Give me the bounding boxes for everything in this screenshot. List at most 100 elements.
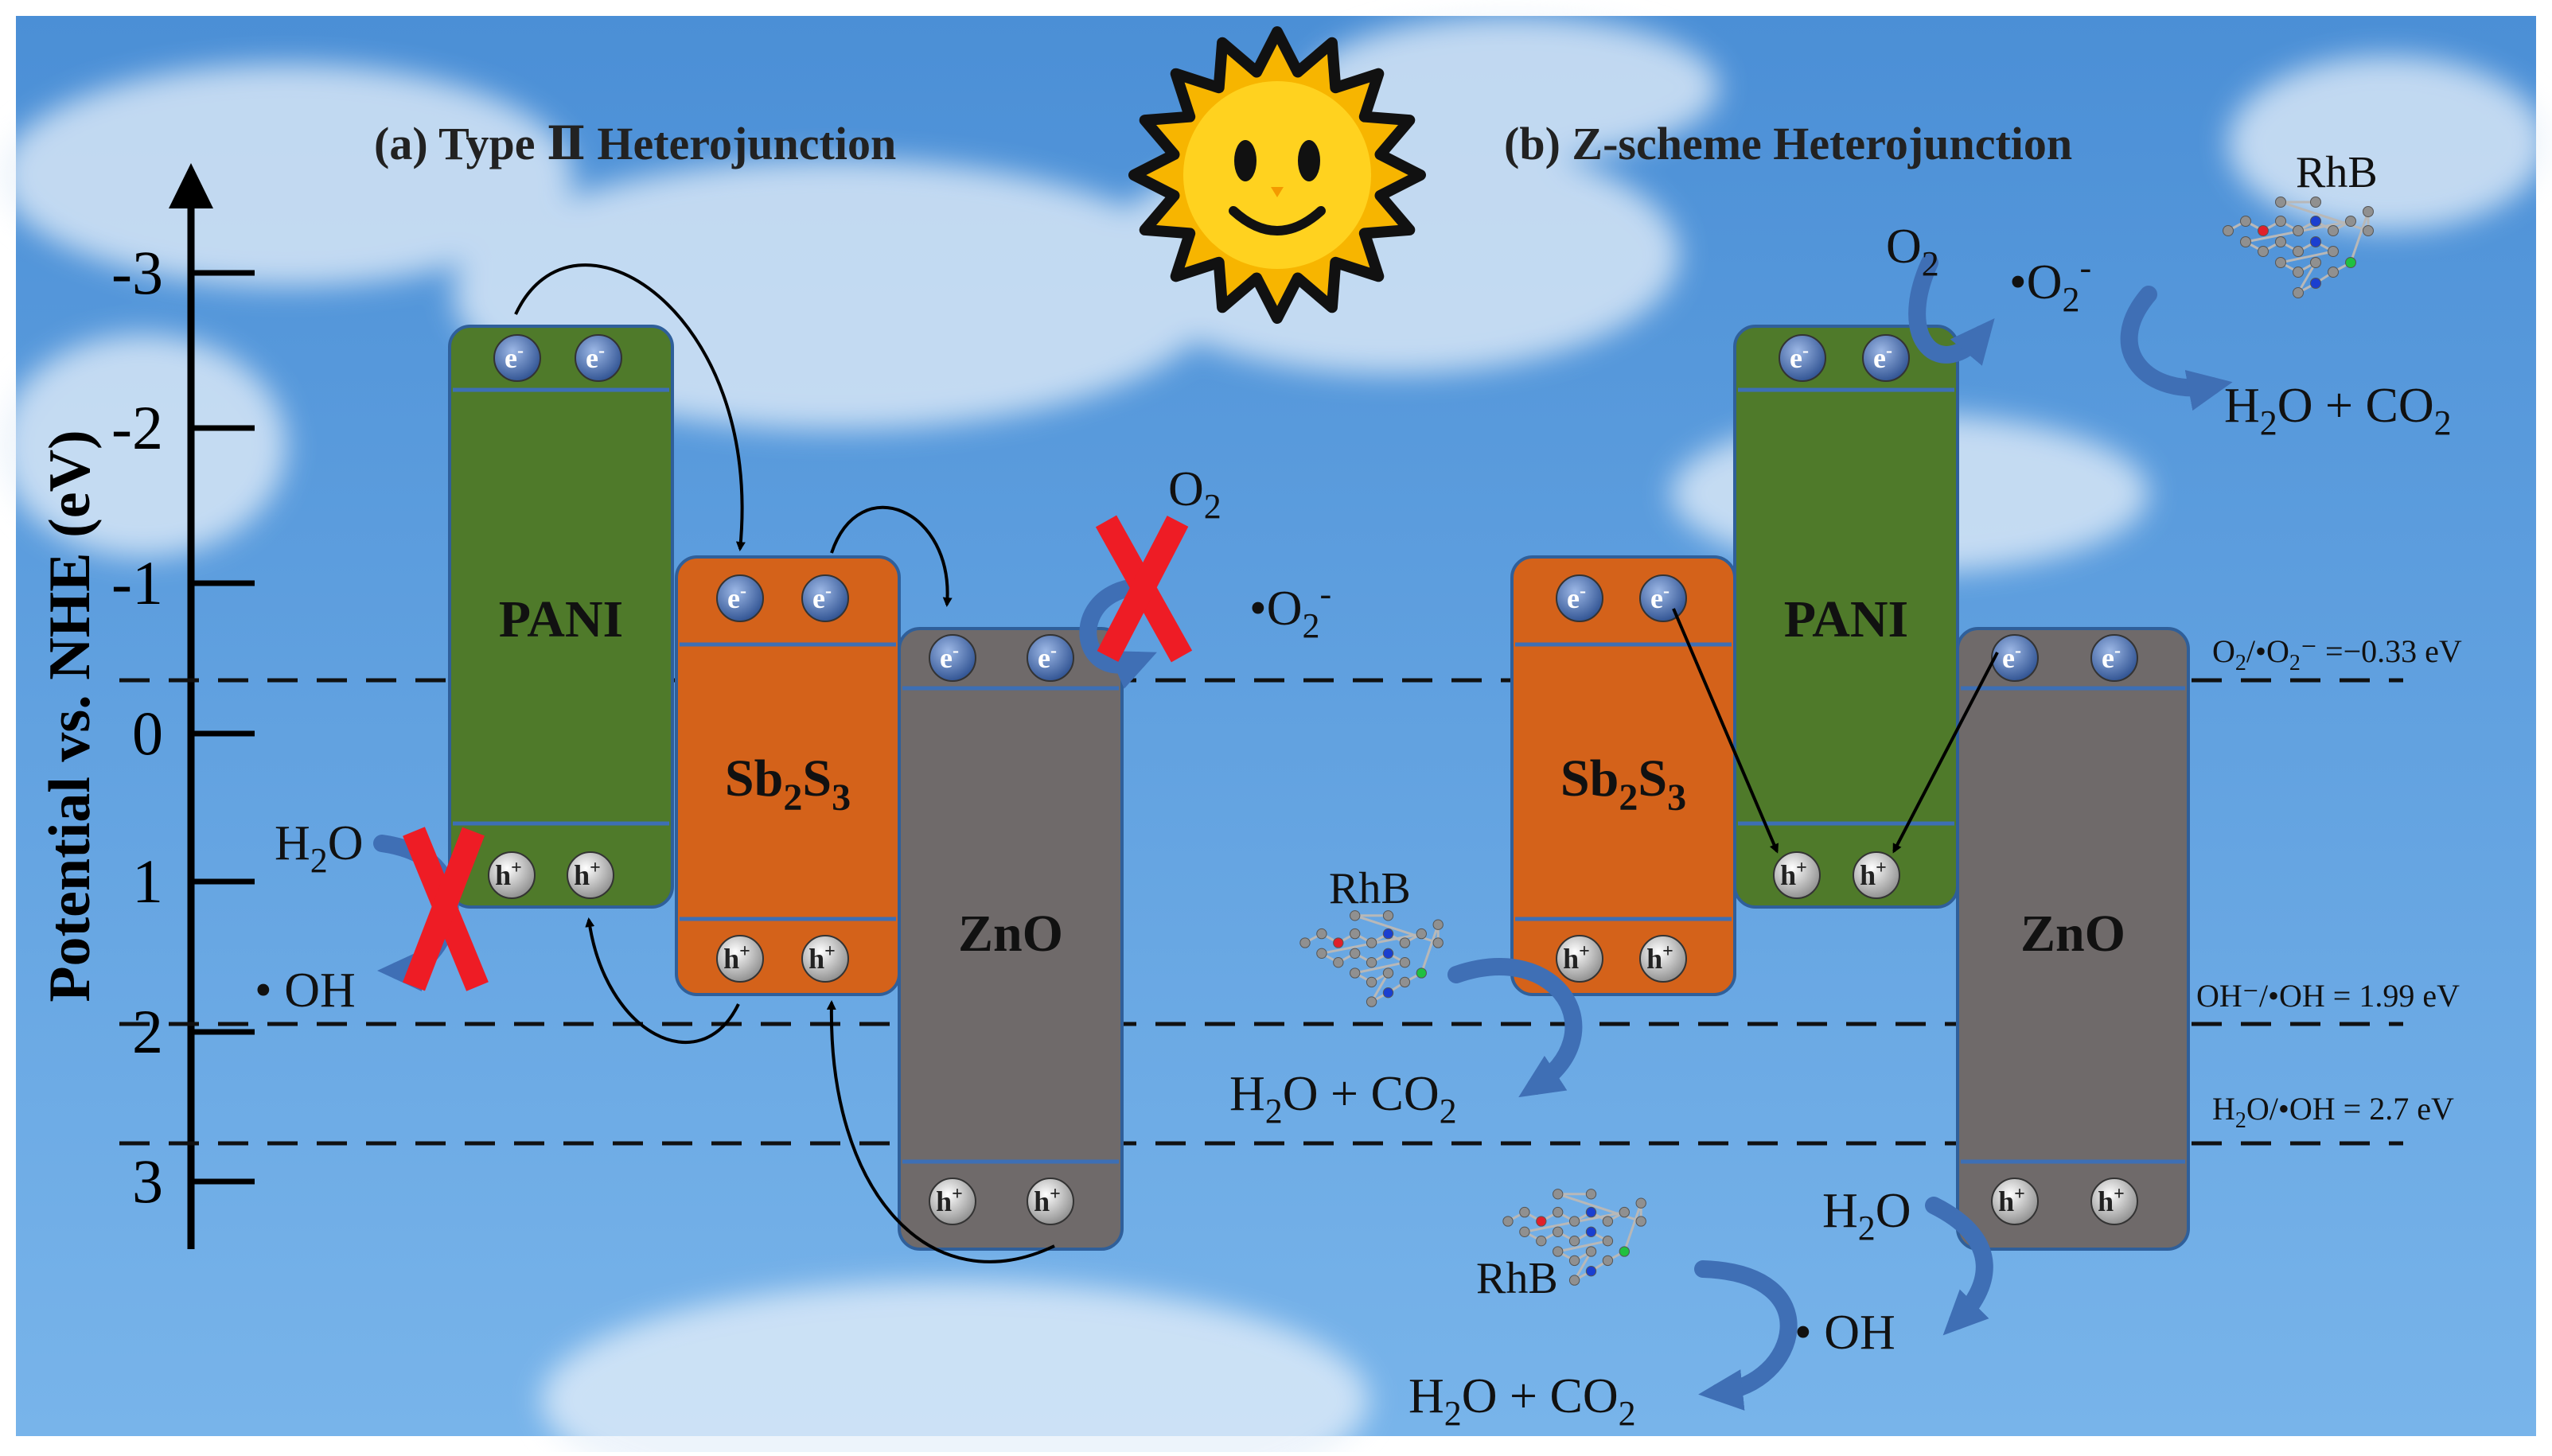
sun-nose bbox=[1271, 187, 1284, 197]
band-label: ZnO bbox=[958, 905, 1063, 963]
hydroxyl-rhb-arrow bbox=[1694, 1260, 1798, 1411]
h2o-oxidation-arrow-b bbox=[1925, 1197, 1993, 1336]
axis-tick-label: 2 bbox=[132, 997, 163, 1066]
hole: h+ bbox=[1991, 1178, 2039, 1225]
svg-text:h+: h+ bbox=[1860, 858, 1887, 891]
svg-text:h+: h+ bbox=[808, 941, 836, 975]
products-label-mid: H2O + CO2 bbox=[1229, 1067, 1457, 1131]
sun-eye bbox=[1298, 140, 1320, 181]
electron: e- bbox=[1779, 334, 1826, 382]
electron: e- bbox=[493, 334, 541, 382]
hole: h+ bbox=[1639, 935, 1687, 983]
band-zno: ZnO bbox=[1956, 627, 2190, 1251]
hole: h+ bbox=[1027, 1178, 1074, 1225]
molecule-icon bbox=[2223, 197, 2374, 298]
svg-text:e-: e- bbox=[2002, 640, 2021, 674]
axis-tick-label: -1 bbox=[111, 548, 163, 617]
superoxide-label-b: •O2- bbox=[2009, 248, 2091, 319]
products-label-bottom: H2O + CO2 bbox=[1408, 1369, 1636, 1433]
band-sb2s3: Sb2S3 bbox=[675, 555, 901, 996]
electron: e- bbox=[1556, 574, 1603, 622]
band-pani: PANI bbox=[448, 325, 674, 909]
hole: h+ bbox=[488, 851, 536, 899]
svg-text:e-: e- bbox=[1873, 341, 1892, 374]
svg-text:h+: h+ bbox=[936, 1184, 963, 1217]
panel-a-title: (a) Type Ⅱ Heterojunction bbox=[374, 118, 896, 169]
hole: h+ bbox=[1556, 935, 1603, 983]
band-rect bbox=[1956, 627, 2190, 1251]
hole: h+ bbox=[801, 935, 849, 983]
electron: e- bbox=[1862, 334, 1910, 382]
svg-text:e-: e- bbox=[1650, 581, 1670, 614]
band-pani: PANI bbox=[1733, 325, 1959, 909]
electron: e- bbox=[929, 634, 976, 682]
sun-smile bbox=[1229, 206, 1326, 236]
arrow-pani-to-sb2s3 bbox=[514, 263, 746, 551]
axis-tick-label: 1 bbox=[132, 847, 163, 916]
svg-text:e-: e- bbox=[586, 341, 605, 374]
hydroxyl-label-b: • OH bbox=[1794, 1306, 1895, 1360]
axis-title: Potential vs. NHE (eV) bbox=[37, 430, 103, 1002]
rhb-label-top: RhB bbox=[2296, 148, 2378, 197]
molecule-icon bbox=[1299, 910, 1444, 1007]
svg-text:e-: e- bbox=[2102, 640, 2121, 674]
sun-icon bbox=[1128, 26, 1426, 324]
hole: h+ bbox=[1853, 851, 1900, 899]
svg-text:h+: h+ bbox=[2098, 1184, 2125, 1217]
svg-text:e-: e- bbox=[1567, 581, 1586, 614]
rhb-molecules bbox=[1299, 197, 2374, 1286]
svg-text:e-: e- bbox=[1790, 341, 1809, 374]
band-label: PANI bbox=[499, 590, 623, 648]
svg-text:e-: e- bbox=[727, 581, 746, 614]
panel-b-title: (b) Z-scheme Heterojunction bbox=[1504, 118, 2072, 169]
electron: e- bbox=[2090, 634, 2138, 682]
band-rect bbox=[448, 325, 674, 909]
oh-level-label: OH⁻/•OH = 1.99 eV bbox=[2196, 978, 2460, 1014]
superoxide-rhb-arrow bbox=[2120, 286, 2233, 411]
h2o-level-label: H2O/•OH = 2.7 eV bbox=[2212, 1091, 2454, 1133]
axis-tick-label: -2 bbox=[111, 393, 163, 462]
h2o-label-a: H2O bbox=[275, 816, 364, 880]
band-rect bbox=[675, 555, 901, 996]
svg-text:h+: h+ bbox=[1646, 941, 1673, 975]
o2-level-label: O2/•O2⁻ =−0.33 eV bbox=[2212, 633, 2462, 675]
svg-text:e-: e- bbox=[505, 341, 524, 374]
band-label: ZnO bbox=[2020, 905, 2125, 963]
electron: e- bbox=[575, 334, 622, 382]
axis-tick-label: 0 bbox=[132, 699, 163, 768]
rhb-degradation-arrow-mid bbox=[1447, 958, 1583, 1098]
electron: e- bbox=[716, 574, 764, 622]
cross-icon bbox=[402, 827, 489, 991]
band-rect bbox=[898, 627, 1124, 1251]
band-label: Sb2S3 bbox=[1560, 749, 1686, 819]
sun-face bbox=[1183, 81, 1371, 269]
band-zno: ZnO bbox=[898, 627, 1124, 1251]
molecule-icon bbox=[1502, 1189, 1646, 1286]
svg-text:h+: h+ bbox=[574, 858, 601, 891]
cross-icon bbox=[1095, 515, 1193, 663]
sun-eye bbox=[1234, 140, 1257, 181]
o2-reduction-arrow-a bbox=[1079, 580, 1157, 689]
rhb-label-bottom: RhB bbox=[1476, 1254, 1558, 1303]
superoxide-label-a: •O2- bbox=[1249, 574, 1331, 645]
o2-label-b: O2 bbox=[1886, 220, 1939, 283]
hole: h+ bbox=[1773, 851, 1821, 899]
arrow-hole-sb2s3-to-pani bbox=[585, 917, 740, 1045]
h2o-label-b: H2O bbox=[1822, 1184, 1911, 1248]
hole: h+ bbox=[929, 1178, 976, 1225]
axis-tick-label: -3 bbox=[111, 238, 163, 307]
svg-text:e-: e- bbox=[812, 581, 832, 614]
electron: e- bbox=[801, 574, 849, 622]
hydroxyl-label-a: • OH bbox=[255, 964, 356, 1018]
band-rect bbox=[1733, 325, 1959, 909]
blocked-marks bbox=[402, 515, 1193, 991]
arrow-z-sb2s3-to-pani bbox=[1672, 608, 1779, 854]
arrow-sb2s3-to-zno bbox=[830, 505, 953, 607]
hole: h+ bbox=[716, 935, 764, 983]
band-label: Sb2S3 bbox=[725, 749, 851, 819]
svg-text:h+: h+ bbox=[723, 941, 750, 975]
axis-arrowhead bbox=[169, 163, 213, 208]
